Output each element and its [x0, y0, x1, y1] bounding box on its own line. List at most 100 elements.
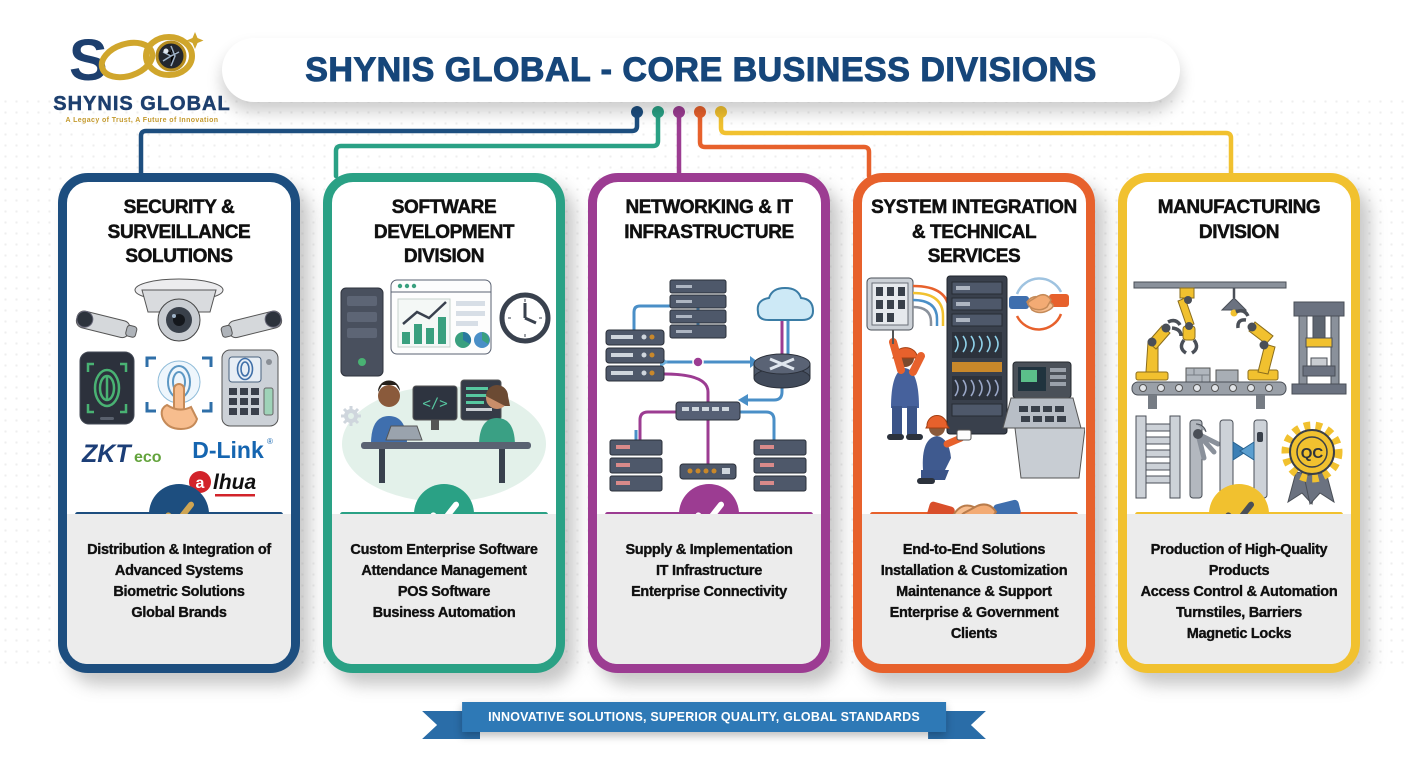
title-line: DEVELOPMENT — [373, 221, 515, 243]
point: Supply & Implementation — [625, 542, 793, 558]
division-card-manufacturing: MANUFACTURING DIVISION — [1118, 173, 1360, 673]
connector-dot-orange — [694, 106, 706, 118]
system-integration-illustration — [862, 274, 1086, 510]
network-topology-icon — [605, 279, 815, 492]
connector-lines — [138, 106, 1234, 179]
point: Installation & Customization — [880, 563, 1068, 580]
division-points: Custom Enterprise Software Attendance Ma… — [332, 514, 556, 664]
router-icon — [753, 353, 811, 389]
svg-text:eco: eco — [134, 449, 162, 466]
svg-text:lhua: lhua — [213, 471, 256, 494]
title-line: SURVEILLANCE — [107, 221, 251, 243]
control-console-icon — [1002, 361, 1085, 479]
logo-company-name: SHYNIS GLOBAL — [53, 93, 231, 116]
title-banner: SHYNIS GLOBAL - CORE BUSINESS DIVISIONS — [222, 38, 1180, 102]
division-title: NETWORKING & IT INFRASTRUCTURE — [599, 196, 819, 245]
point: Distribution & Integration of Advanced S… — [87, 542, 271, 580]
robotic-arm-icon — [1135, 325, 1171, 381]
title-line: MANUFACTURING — [1157, 197, 1321, 218]
division-title: SECURITY & SURVEILLANCE SOLUTIONS — [69, 196, 289, 270]
point: Biometric Solutions — [113, 584, 245, 601]
connector-dot-teal — [652, 106, 664, 118]
technician-figure — [887, 330, 925, 440]
svg-text:QC: QC — [1301, 445, 1324, 462]
division-title: SYSTEM INTEGRATION & TECHNICAL SERVICES — [864, 196, 1084, 270]
qc-badge-icon: QC — [1281, 421, 1343, 506]
factory-line-icon: QC — [1131, 281, 1347, 506]
division-title: MANUFACTURING DIVISION — [1129, 196, 1349, 245]
division-points: Supply & Implementation IT Infrastructur… — [597, 514, 821, 664]
technicians-icon — [866, 275, 1085, 484]
point: Enterprise Connectivity — [631, 584, 788, 601]
title-line: DIVISION — [1198, 221, 1280, 243]
point: Global Brands — [131, 605, 227, 622]
logo-tagline: A Legacy of Trust, A Future of Innovatio… — [65, 117, 219, 124]
barrier-gate-icon — [1219, 419, 1268, 499]
point: End-to-End Solutions — [902, 542, 1046, 558]
title-line: INFRASTRUCTURE — [624, 221, 795, 243]
robotic-arm-icon — [1177, 287, 1196, 341]
handshake-icon — [1009, 277, 1069, 331]
security-illustration: ZKT eco D-Link ® a lhua — [67, 274, 291, 510]
ceiling-rail — [1133, 281, 1287, 289]
rack-units-icon — [605, 329, 665, 382]
point: IT Infrastructure — [655, 563, 763, 580]
title-line: SYSTEM INTEGRATION — [871, 197, 1078, 218]
point: Magnetic Locks — [1186, 626, 1292, 643]
modem-icon — [679, 463, 737, 480]
point: Business Automation — [372, 605, 516, 622]
division-title: SOFTWARE DEVELOPMENT DIVISION — [334, 196, 554, 270]
ribbon-text: INNOVATIVE SOLUTIONS, SUPERIOR QUALITY, … — [462, 702, 946, 732]
developer-figure — [378, 385, 400, 407]
developers-icon: </> — [340, 279, 551, 502]
cloud-icon — [756, 286, 815, 321]
footer-ribbon: INNOVATIVE SOLUTIONS, SUPERIOR QUALITY, … — [422, 702, 946, 739]
svg-text:</>: </> — [422, 396, 447, 412]
svg-text:a: a — [196, 475, 205, 492]
title-line: SOFTWARE — [391, 197, 497, 218]
title-line: NETWORKING & IT — [625, 197, 793, 218]
title-line: SOLUTIONS — [125, 246, 233, 268]
division-card-security: SECURITY & SURVEILLANCE SOLUTIONS — [58, 173, 300, 673]
point: Custom Enterprise Software — [350, 542, 538, 558]
title-line: & TECHNICAL SERVICES — [911, 221, 1037, 268]
division-card-system-integration: SYSTEM INTEGRATION & TECHNICAL SERVICES — [853, 173, 1095, 673]
point: Enterprise & Government Clients — [889, 605, 1059, 643]
point: Turnstiles, Barriers — [1176, 605, 1303, 622]
svg-text:®: ® — [267, 437, 273, 446]
brand-dlink: D-Link — [192, 437, 264, 463]
page-title: SHYNIS GLOBAL - CORE BUSINESS DIVISIONS — [305, 50, 1097, 89]
manufacturing-illustration: QC — [1127, 274, 1351, 510]
division-points: Production of High-Quality Products Acce… — [1127, 514, 1351, 664]
point: Production of High-Quality Products — [1150, 542, 1328, 580]
software-illustration: </> — [332, 274, 556, 510]
wires — [912, 284, 951, 326]
title-line: DIVISION — [403, 246, 485, 268]
title-line: SECURITY & — [123, 197, 235, 218]
division-card-software: SOFTWARE DEVELOPMENT DIVISION — [323, 173, 565, 673]
division-points: End-to-End Solutions Installation & Cust… — [862, 514, 1086, 664]
brand-zkteco: ZKT — [81, 440, 133, 468]
networking-illustration — [597, 274, 821, 510]
conveyor-icon — [1131, 367, 1287, 409]
server-stack-icon — [669, 279, 727, 339]
touch-fingerprint-icon — [145, 356, 213, 413]
division-card-networking: NETWORKING & IT INFRASTRUCTURE — [588, 173, 830, 673]
connector-dot-yellow — [715, 106, 727, 118]
division-points: Distribution & Integration of Advanced S… — [67, 514, 291, 664]
connector-dot-navy — [631, 106, 643, 118]
technician-kneeling-figure — [917, 415, 972, 484]
point: Access Control & Automation — [1140, 584, 1338, 601]
point: Maintenance & Support — [896, 584, 1052, 601]
connector-dot-purple — [673, 106, 685, 118]
switch-icon — [675, 401, 741, 421]
cctv-camera-icon: ZKT eco D-Link ® a lhua — [75, 278, 283, 497]
point: Attendance Management — [361, 563, 527, 580]
point: POS Software — [397, 584, 491, 601]
press-machine-icon — [1291, 301, 1347, 395]
pointing-hand-icon — [160, 383, 199, 431]
logo-monogram-icon: S — [69, 28, 204, 93]
company-logo: S SHYNIS GLOBAL A Legacy of Trust, A Fut… — [52, 28, 232, 124]
turnstile-icon — [1135, 415, 1181, 499]
